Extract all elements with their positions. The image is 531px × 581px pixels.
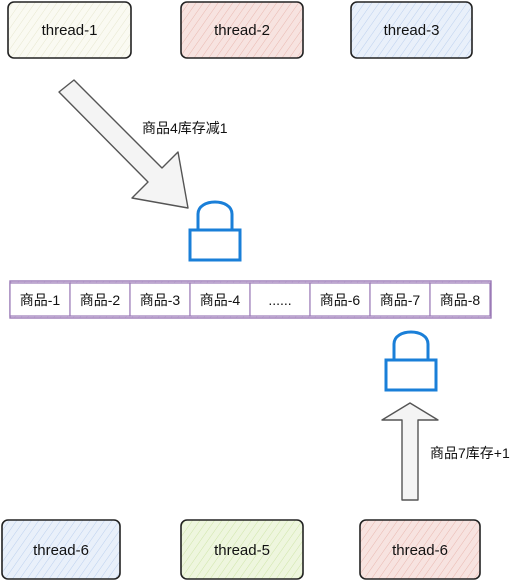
note-stock-decrease: 商品4库存减1 xyxy=(142,120,228,136)
product-label: 商品-3 xyxy=(140,292,181,308)
thread-label: thread-3 xyxy=(384,22,440,39)
thread-box-top-1: thread-1 xyxy=(7,1,132,59)
product-label: 商品-8 xyxy=(440,292,481,308)
product-cell-2: 商品-2 xyxy=(69,282,131,317)
thread-label: thread-2 xyxy=(214,22,270,39)
product-label: 商品-7 xyxy=(380,292,421,308)
product-cell-4: 商品-4 xyxy=(189,282,251,317)
thread-label: thread-1 xyxy=(42,22,98,39)
lock-icon xyxy=(188,200,242,262)
thread-label: thread-6 xyxy=(392,542,448,559)
thread-box-bottom-1: thread-6 xyxy=(1,519,121,580)
thread-box-top-2: thread-2 xyxy=(180,1,304,59)
product-label: 商品-4 xyxy=(200,292,241,308)
product-cell-1: 商品-1 xyxy=(9,282,71,317)
product-cell-6: 商品-6 xyxy=(309,282,371,317)
arrow-up-icon xyxy=(381,402,439,501)
product-cell-8: 商品-8 xyxy=(429,282,491,317)
thread-box-top-3: thread-3 xyxy=(350,1,473,59)
thread-label: thread-5 xyxy=(214,542,270,559)
product-label: 商品-1 xyxy=(20,292,61,308)
product-label: 商品-6 xyxy=(320,292,361,308)
arrow-down-right-icon xyxy=(58,79,189,209)
product-cell-ellipsis: ...... xyxy=(249,282,311,317)
lock-icon xyxy=(384,330,438,392)
product-row: 商品-1 商品-2 商品-3 商品-4 ...... 商品-6 商品-7 商品 xyxy=(9,280,492,319)
thread-box-bottom-2: thread-5 xyxy=(180,519,304,580)
product-cell-7: 商品-7 xyxy=(369,282,431,317)
product-label: ...... xyxy=(268,292,291,308)
product-cell-3: 商品-3 xyxy=(129,282,191,317)
product-label: 商品-2 xyxy=(80,292,121,308)
thread-box-bottom-3: thread-6 xyxy=(359,519,481,580)
note-stock-increase: 商品7库存+1 xyxy=(430,445,510,461)
thread-label: thread-6 xyxy=(33,542,89,559)
